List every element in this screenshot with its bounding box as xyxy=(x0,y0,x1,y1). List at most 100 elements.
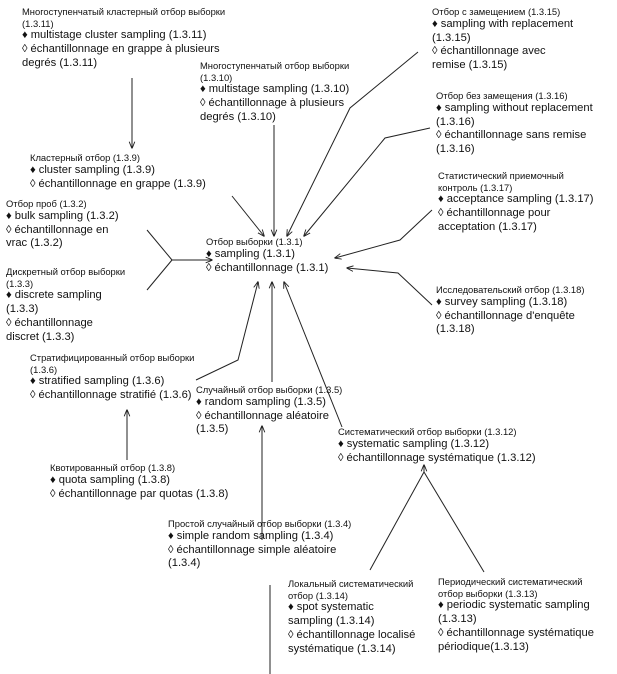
node-discrete-sampling: Дискретный отбор выборки (1.3.3) ♦discre… xyxy=(6,266,128,345)
english-marker-icon: ♦ xyxy=(288,601,294,614)
french-term: échantillonnage d'enquête (1.3.18) xyxy=(436,309,575,336)
english-term: acceptance sampling (1.3.17) xyxy=(446,193,594,206)
node-bulk-sampling: Отбор проб (1.3.2) ♦bulk sampling (1.3.2… xyxy=(6,198,126,251)
english-term: survey sampling (1.3.18) xyxy=(444,295,568,308)
english-marker-icon: ♦ xyxy=(6,209,12,222)
russian-term: Случайный отбор выборки (1.3.5) xyxy=(196,384,343,395)
french-term: échantillonnage discret (1.3.3) xyxy=(6,317,93,343)
french-term: échantillonnage (1.3.1) xyxy=(214,261,329,274)
french-term: échantillonnage en vrac (1.3.2) xyxy=(6,223,109,250)
node-periodic-systematic-sampling: Периодический систематический отбор выбо… xyxy=(438,576,608,655)
french-term: échantillonnage stratifié (1.3.6) xyxy=(38,389,192,402)
english-marker-icon: ♦ xyxy=(436,295,442,308)
french-marker-icon: ◊ xyxy=(338,451,344,464)
node-sampling-root: Отбор выборки (1.3.1) ♦sampling (1.3.1) … xyxy=(206,236,346,275)
english-marker-icon: ♦ xyxy=(436,101,442,114)
russian-term: Кластерный отбор (1.3.9) xyxy=(30,152,141,163)
french-term: échantillonnage par quotas (1.3.8) xyxy=(58,487,229,500)
russian-term: Периодический систематический отбор выбо… xyxy=(438,576,583,599)
russian-term: Отбор с замещением (1.3.15) xyxy=(432,6,561,17)
edge-stratified-to-sampling xyxy=(195,282,258,381)
russian-term: Статистический приемочный контроль (1.3.… xyxy=(438,170,564,193)
french-marker-icon: ◊ xyxy=(288,629,294,642)
english-term: periodic systematic sampling (1.3.13) xyxy=(438,599,590,626)
french-term: échantillonnage aléatoire (1.3.5) xyxy=(196,409,329,436)
english-term: simple random sampling (1.3.4) xyxy=(176,529,334,542)
node-multistage-cluster-sampling: Многоступенчатый кластерный отбор выборк… xyxy=(22,6,248,71)
russian-term: Квотированный отбор (1.3.8) xyxy=(50,462,176,473)
edge-sampling-to-without-replacement xyxy=(304,127,431,236)
russian-term: Стратифицированный отбор выборки (1.3.6) xyxy=(30,352,195,375)
russian-term: Дискретный отбор выборки (1.3.3) xyxy=(6,266,126,289)
node-stratified-sampling: Стратифицированный отбор выборки (1.3.6)… xyxy=(30,352,200,403)
english-marker-icon: ♦ xyxy=(438,599,444,612)
french-term: échantillonnage simple aléatoire (1.3.4) xyxy=(168,543,337,570)
russian-term: Многоступенчатый кластерный отбор выборк… xyxy=(22,6,226,29)
english-marker-icon: ♦ xyxy=(338,437,344,450)
edge-sampling-to-with-replacement xyxy=(287,51,419,236)
node-cluster-sampling: Кластерный отбор (1.3.9) ♦cluster sampli… xyxy=(30,152,240,191)
french-marker-icon: ◊ xyxy=(200,97,206,110)
french-term: échantillonnage avec remise (1.3.15) xyxy=(432,45,546,72)
english-term: sampling without replacement (1.3.16) xyxy=(436,101,593,128)
french-marker-icon: ◊ xyxy=(432,45,438,58)
english-term: stratified sampling (1.3.6) xyxy=(38,375,165,388)
english-marker-icon: ♦ xyxy=(200,83,206,96)
russian-term: Отбор проб (1.3.2) xyxy=(6,198,87,209)
english-marker-icon: ♦ xyxy=(432,17,438,30)
edge-sampling-to-acceptance xyxy=(335,209,433,258)
french-marker-icon: ◊ xyxy=(196,409,202,422)
english-term: random sampling (1.3.5) xyxy=(204,395,326,408)
french-marker-icon: ◊ xyxy=(436,309,442,322)
french-marker-icon: ◊ xyxy=(436,129,442,142)
french-marker-icon: ◊ xyxy=(206,261,212,274)
node-sampling-without-replacement: Отбор без замещения (1.3.16) ♦sampling w… xyxy=(436,90,596,157)
english-marker-icon: ♦ xyxy=(6,289,12,302)
french-term: échantillonnage à plusieurs degrés (1.3.… xyxy=(200,97,345,124)
french-term: échantillonnage systématique (1.3.12) xyxy=(346,451,536,464)
edge-cluster-to-sampling xyxy=(231,195,264,236)
node-quota-sampling: Квотированный отбор (1.3.8) ♦quota sampl… xyxy=(50,462,250,501)
french-marker-icon: ◊ xyxy=(6,317,12,330)
french-marker-icon: ◊ xyxy=(30,389,36,402)
edge-discrete xyxy=(146,259,173,291)
english-marker-icon: ♦ xyxy=(30,375,36,388)
english-marker-icon: ♦ xyxy=(22,29,28,42)
english-term: multistage cluster sampling (1.3.11) xyxy=(30,29,207,42)
french-term: échantillonnage en grappe (1.3.9) xyxy=(38,177,206,190)
russian-term: Простой случайный отбор выборки (1.3.4) xyxy=(168,518,352,529)
node-simple-random-sampling: Простой случайный отбор выборки (1.3.4) … xyxy=(168,518,368,571)
english-term: discrete sampling (1.3.3) xyxy=(6,289,102,316)
french-marker-icon: ◊ xyxy=(50,487,56,500)
english-marker-icon: ♦ xyxy=(168,529,174,542)
french-marker-icon: ◊ xyxy=(168,543,174,556)
node-sampling-with-replacement: Отбор с замещением (1.3.15) ♦sampling wi… xyxy=(432,6,582,73)
french-marker-icon: ◊ xyxy=(30,177,36,190)
node-survey-sampling: Исследовательский отбор (1.3.18) ♦survey… xyxy=(436,284,612,337)
russian-term: Отбор без замещения (1.3.16) xyxy=(436,90,568,101)
russian-term: Многоступенчатый отбор выборки (1.3.10) xyxy=(200,60,350,83)
english-marker-icon: ♦ xyxy=(50,473,56,486)
english-term: systematic sampling (1.3.12) xyxy=(346,437,490,450)
french-term: échantillonnage systématique périodique(… xyxy=(438,627,594,653)
english-term: sampling with replacement (1.3.15) xyxy=(432,17,574,44)
french-marker-icon: ◊ xyxy=(438,627,444,640)
english-marker-icon: ♦ xyxy=(438,193,444,206)
english-term: multistage sampling (1.3.10) xyxy=(208,83,350,96)
french-term: échantillonnage localisé systématique (1… xyxy=(288,629,416,655)
english-marker-icon: ♦ xyxy=(196,395,202,408)
english-term: sampling (1.3.1) xyxy=(214,247,295,260)
edge-periodic xyxy=(423,471,485,573)
french-term: échantillonnage sans remise (1.3.16) xyxy=(436,129,587,156)
english-marker-icon: ♦ xyxy=(30,163,36,176)
english-term: quota sampling (1.3.8) xyxy=(58,473,171,486)
edge-sampling-to-survey xyxy=(347,268,433,306)
french-term: échantillonnage pour acceptation (1.3.17… xyxy=(438,207,551,234)
edge-bulk xyxy=(146,229,173,261)
russian-term: Локальный систематический отбор (1.3.14) xyxy=(288,578,414,601)
english-marker-icon: ♦ xyxy=(206,247,212,260)
french-marker-icon: ◊ xyxy=(438,207,444,220)
french-marker-icon: ◊ xyxy=(22,43,28,56)
russian-term: Исследовательский отбор (1.3.18) xyxy=(436,284,585,295)
node-spot-systematic-sampling: Локальный систематический отбор (1.3.14)… xyxy=(288,578,416,657)
